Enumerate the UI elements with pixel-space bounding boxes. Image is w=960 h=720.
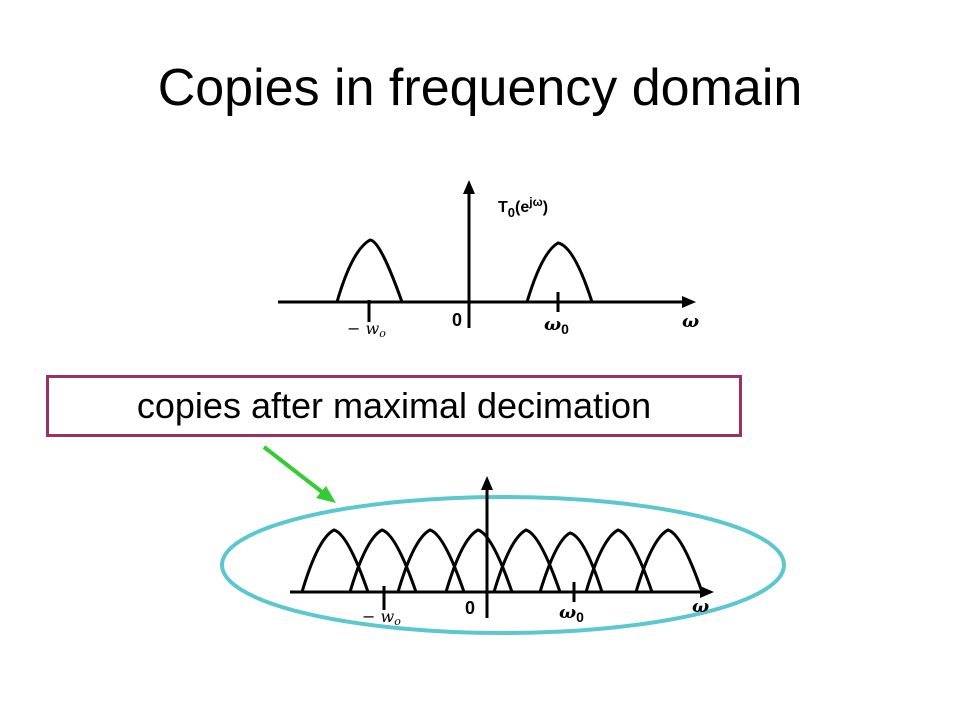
bottom-neg-omega0-label: − wo (362, 607, 401, 628)
copies-highlight-ellipse (220, 495, 786, 635)
bottom-axis-label: ω (692, 596, 709, 617)
pointer-arrowhead (316, 486, 336, 503)
pointer-arrow-shaft (262, 445, 324, 494)
decimation-copies (300, 528, 704, 593)
copy-lobe (634, 528, 704, 593)
top-neg-omega0-label: − wo (347, 319, 386, 340)
copy-lobe (396, 528, 466, 593)
copy-lobe (538, 531, 604, 593)
top-origin-label: 0 (452, 310, 462, 330)
top-plot: T0(ejω) 0 ω0 − wo ω (278, 180, 699, 340)
slide-title: Copies in frequency domain (157, 59, 803, 117)
copy-lobe (348, 528, 418, 593)
top-function-label: T0(ejω) (498, 195, 548, 220)
copy-lobe (584, 528, 654, 593)
bottom-omega0-label: ω0 (559, 602, 584, 625)
top-axis-arrowhead (682, 296, 696, 308)
copy-lobe (492, 528, 562, 593)
top-right-lobe (525, 241, 594, 303)
bottom-origin-label: 0 (465, 598, 475, 618)
copy-lobe (444, 528, 514, 593)
top-vertical-arrowhead (463, 180, 475, 194)
bottom-plot: 0 ω0 − wo ω (220, 476, 786, 635)
caption-box: copies after maximal decimation (46, 375, 742, 437)
pointer-arrow (262, 445, 336, 503)
bottom-axis-arrowhead (700, 586, 714, 598)
top-left-lobe (335, 238, 404, 303)
bottom-vertical-arrowhead (481, 476, 493, 490)
top-axis-label: ω (682, 311, 699, 332)
top-omega0-label: ω0 (544, 314, 569, 337)
copy-lobe (300, 528, 370, 593)
